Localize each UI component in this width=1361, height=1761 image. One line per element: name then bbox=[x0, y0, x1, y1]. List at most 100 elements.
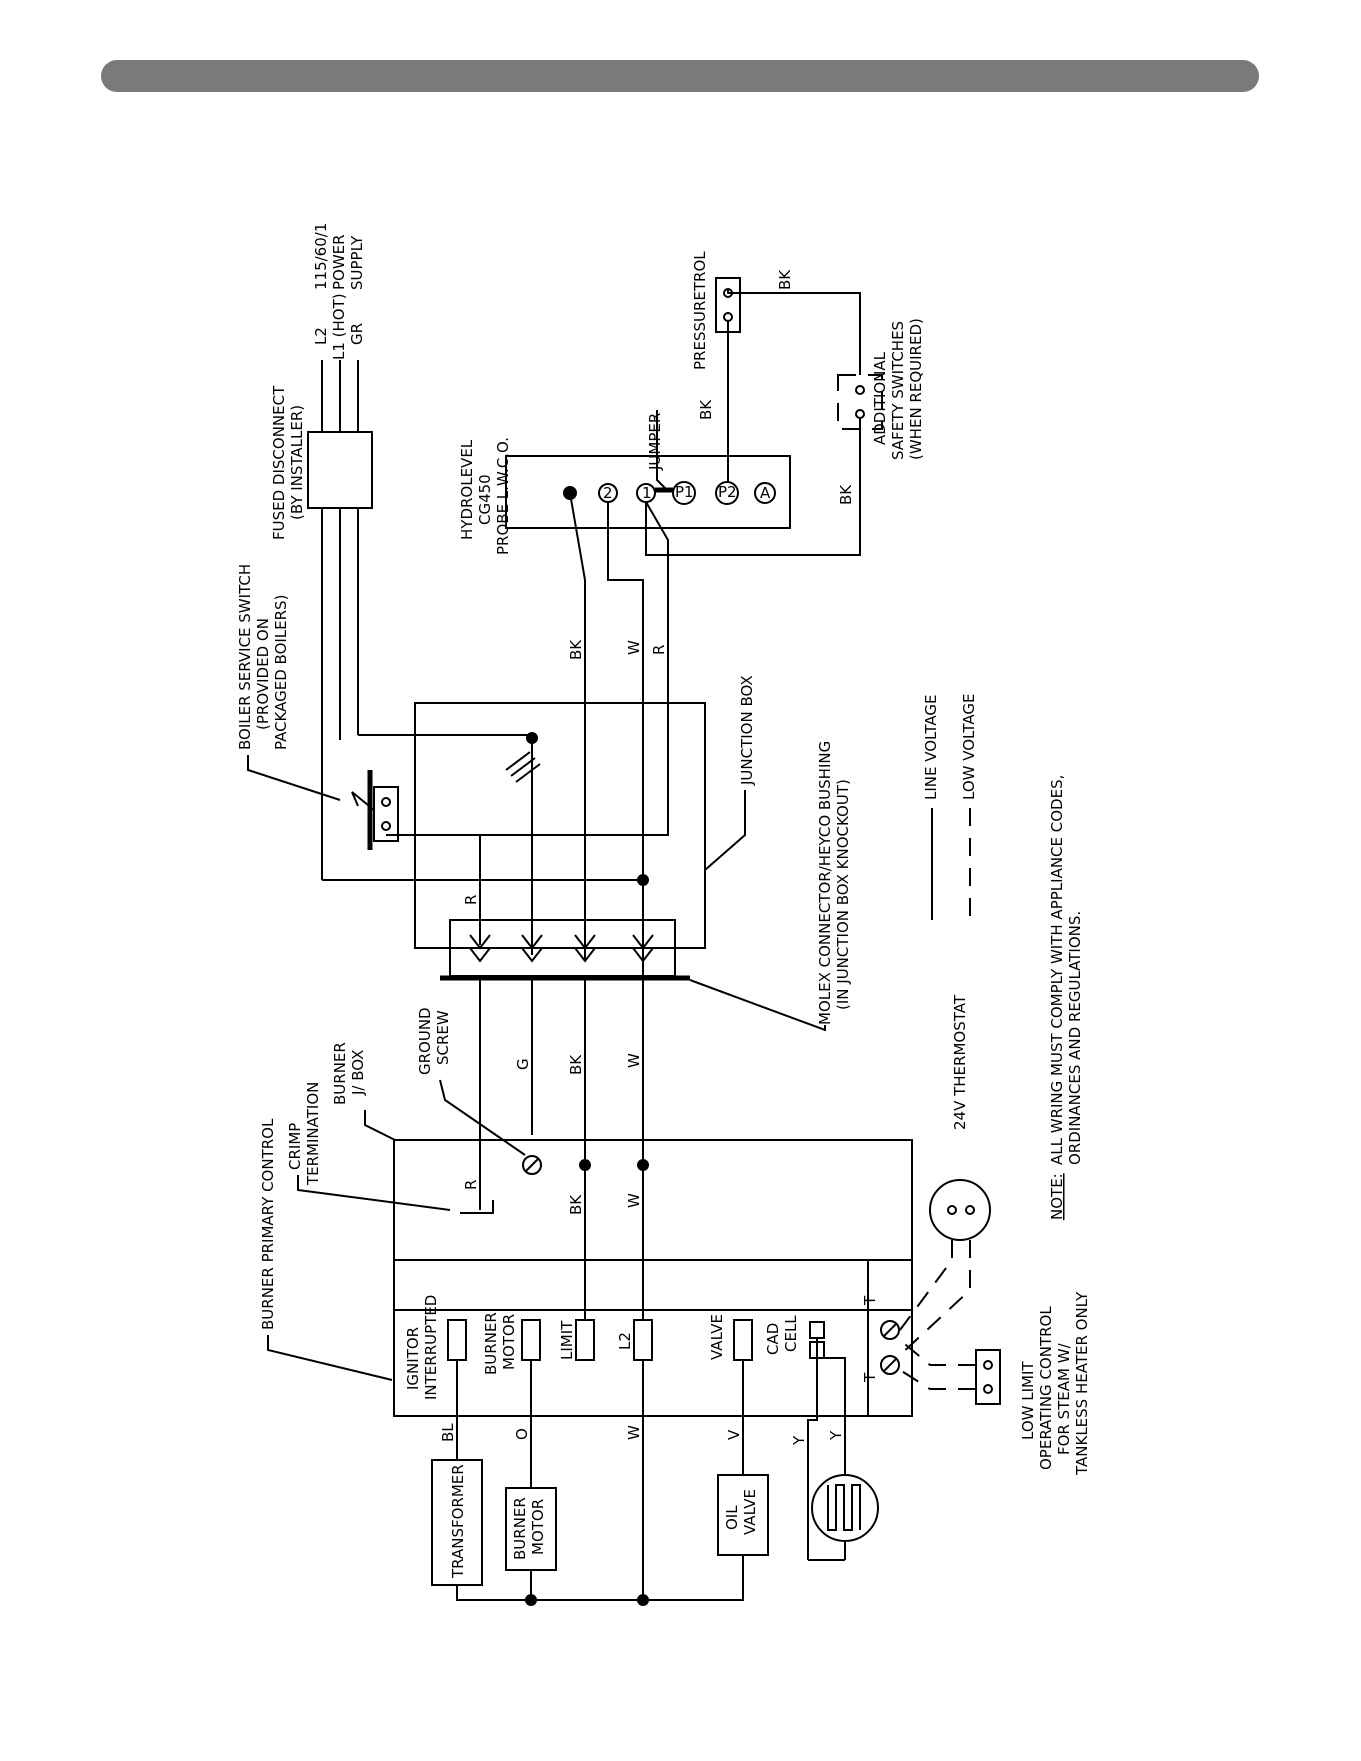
svg-text:1: 1 bbox=[642, 484, 652, 502]
low-limit-label: LOW LIMIT OPERATING CONTROL FOR STEAM W/… bbox=[1019, 1291, 1091, 1476]
lwco-bk-wire bbox=[569, 492, 586, 960]
svg-text:MOLEX CONNECTOR/HEYCO BUSHING: MOLEX CONNECTOR/HEYCO BUSHING bbox=[816, 741, 834, 1025]
valve-terminal: VALVE bbox=[708, 1314, 753, 1361]
boiler-service-switch bbox=[373, 786, 399, 842]
wire-label-g: G bbox=[514, 1058, 532, 1070]
burner-motor bbox=[505, 1487, 557, 1571]
wire-label-w-left: W bbox=[625, 1425, 643, 1440]
thermostat-wire-2 bbox=[899, 1240, 971, 1356]
ground-screw-leader bbox=[439, 1079, 526, 1156]
pressuretrol-bk-wire bbox=[727, 289, 861, 375]
svg-text:(BY INSTALLER): (BY INSTALLER) bbox=[288, 405, 306, 520]
svg-text:115/60/1: 115/60/1 bbox=[312, 223, 330, 290]
burner-motor-label: BURNER MOTOR bbox=[511, 1497, 547, 1560]
junction-box bbox=[414, 702, 706, 949]
safety-bk-wire bbox=[645, 418, 861, 556]
boiler-switch-leader bbox=[247, 755, 341, 801]
svg-text:OPERATING CONTROL: OPERATING CONTROL bbox=[1037, 1306, 1055, 1470]
wire-label-bk-top: BK bbox=[567, 639, 585, 660]
supply-wire-labels: L2 L1 (HOT) GR bbox=[312, 293, 366, 360]
svg-text:BURNER: BURNER bbox=[482, 1312, 500, 1375]
wire-label-bk-ctrl: BK bbox=[567, 1194, 585, 1215]
t-terminal-2: T bbox=[861, 1355, 900, 1383]
wire-label-r-junction: R bbox=[462, 895, 480, 905]
note-label: NOTE: bbox=[1048, 1173, 1066, 1220]
burner-primary-control-label: BURNER PRIMARY CONTROL bbox=[259, 1118, 277, 1330]
wire-label-bk-p2: BK bbox=[697, 399, 715, 420]
junction-box-leader bbox=[704, 790, 746, 871]
ground-screw-label: GROUND SCREW bbox=[416, 1007, 452, 1075]
svg-text:A: A bbox=[760, 484, 771, 502]
lwco-terminal-p1: P1 bbox=[672, 481, 696, 505]
fused-disconnect-box bbox=[307, 431, 373, 509]
svg-text:(IN JUNCTION BOX KNOCKOUT): (IN JUNCTION BOX KNOCKOUT) bbox=[834, 779, 852, 1010]
limit-terminal: LIMIT bbox=[558, 1319, 595, 1361]
wire-label-r-top: R bbox=[650, 645, 668, 655]
svg-text:INTERRUPTED: INTERRUPTED bbox=[422, 1295, 440, 1400]
burner-jbox bbox=[393, 1139, 913, 1311]
svg-text:J/ BOX: J/ BOX bbox=[349, 1050, 367, 1096]
svg-text:POWER: POWER bbox=[330, 234, 348, 290]
svg-text:LOW LIMIT: LOW LIMIT bbox=[1019, 1361, 1037, 1440]
svg-text:ADDITIONAL: ADDITIONAL bbox=[871, 351, 889, 445]
lwco-r-wire bbox=[386, 501, 669, 836]
svg-text:T: T bbox=[861, 1372, 879, 1383]
lwco-terminal-p2: P2 bbox=[715, 481, 739, 505]
svg-text:GROUND: GROUND bbox=[416, 1007, 434, 1075]
svg-text:TERMINATION: TERMINATION bbox=[304, 1082, 322, 1186]
switch-terminal-1 bbox=[381, 797, 391, 807]
svg-text:P2: P2 bbox=[718, 483, 737, 501]
primary-control-leader bbox=[267, 1335, 393, 1381]
wire-label-bk-press: BK bbox=[776, 269, 794, 290]
svg-text:PACKAGED BOILERS): PACKAGED BOILERS) bbox=[272, 595, 290, 750]
y-wire-1 bbox=[807, 1338, 818, 1560]
oil-valve-label: OIL VALVE bbox=[723, 1489, 759, 1535]
burner-jbox-leader bbox=[364, 1110, 396, 1141]
transformer bbox=[431, 1459, 483, 1586]
safety-switches-label: ADDITIONAL SAFETY SWITCHES (WHEN REQUIRE… bbox=[871, 318, 925, 460]
thermostat-wire-1 bbox=[899, 1240, 953, 1331]
switch-lever bbox=[351, 791, 375, 811]
svg-text:BURNER: BURNER bbox=[511, 1497, 529, 1560]
lwco-terminal-a: A bbox=[754, 482, 776, 504]
svg-text:P1: P1 bbox=[675, 483, 694, 501]
svg-text:L2: L2 bbox=[312, 327, 330, 345]
lwco-terminal-1: 1 bbox=[636, 483, 656, 503]
svg-text:SAFETY SWITCHES: SAFETY SWITCHES bbox=[889, 321, 907, 460]
wire-label-w-ctrl: W bbox=[625, 1193, 643, 1208]
molex-label: MOLEX CONNECTOR/HEYCO BUSHING (IN JUNCTI… bbox=[816, 741, 852, 1025]
hydrolevel-label: HYDROLEVEL CG450 PROBE L.W.C.O. bbox=[458, 437, 512, 555]
wire-label-bk-mid: BK bbox=[567, 1054, 585, 1075]
svg-text:(PROVIDED ON: (PROVIDED ON bbox=[254, 618, 272, 730]
svg-text:LIMIT: LIMIT bbox=[558, 1320, 576, 1360]
svg-text:SUPPLY: SUPPLY bbox=[348, 235, 366, 290]
svg-text:CRIMP: CRIMP bbox=[286, 1123, 304, 1170]
l2-terminal: L2 bbox=[616, 1319, 653, 1361]
wire-label-o: O bbox=[513, 1428, 531, 1440]
svg-text:PROBE L.W.C.O.: PROBE L.W.C.O. bbox=[494, 437, 512, 555]
jumper-label: JUMPER bbox=[646, 413, 664, 471]
svg-text:CAD: CAD bbox=[764, 1323, 782, 1355]
lwco-w-wire bbox=[607, 502, 644, 880]
svg-text:2: 2 bbox=[603, 484, 613, 502]
jumper-leader bbox=[656, 410, 666, 489]
switch-terminal-2 bbox=[381, 821, 391, 831]
legend-line-voltage-label: LINE VOLTAGE bbox=[922, 695, 940, 800]
transformer-label: TRANSFORMER bbox=[449, 1464, 467, 1579]
svg-text:FUSED DISCONNECT: FUSED DISCONNECT bbox=[270, 385, 288, 540]
svg-text:CELL: CELL bbox=[782, 1315, 800, 1352]
thermostat-label: 24V THERMOSTAT bbox=[951, 994, 969, 1130]
svg-text:BURNER: BURNER bbox=[331, 1042, 349, 1105]
burner-jbox-label: BURNER J/ BOX bbox=[331, 1042, 367, 1105]
low-limit-wire-2 bbox=[899, 1369, 976, 1390]
low-limit-control bbox=[975, 1349, 1001, 1405]
svg-text:L1 (HOT): L1 (HOT) bbox=[330, 293, 348, 360]
wire-label-w-mid: W bbox=[625, 1053, 643, 1068]
crimp-leader bbox=[297, 1175, 451, 1211]
svg-text:IGNITOR: IGNITOR bbox=[404, 1327, 422, 1390]
crimp-termination-label: CRIMP TERMINATION bbox=[286, 1082, 322, 1186]
oil-valve bbox=[717, 1474, 769, 1556]
wire-label-r-ctrl: R bbox=[462, 1180, 480, 1190]
svg-text:VALVE: VALVE bbox=[741, 1489, 759, 1535]
wire-label-w-top: W bbox=[625, 640, 643, 655]
